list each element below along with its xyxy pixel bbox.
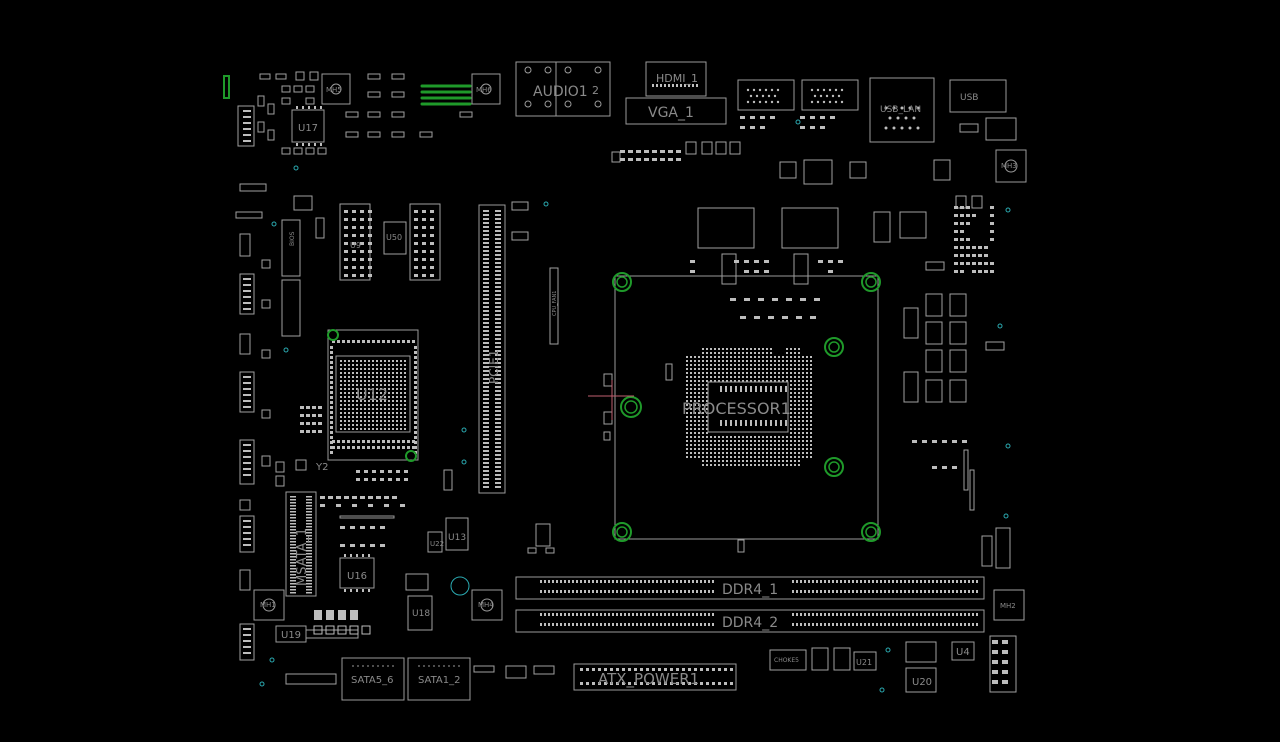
label-u9: U9: [350, 241, 361, 250]
hdmi-connector[interactable]: [645, 61, 707, 97]
label-y2: Y2: [315, 462, 328, 473]
front-panel-header[interactable]: [223, 75, 472, 106]
label-bios: BIOS: [289, 231, 296, 246]
label-sata56: SATA5_6: [351, 675, 394, 686]
label-usb-lan: USB_LAN: [880, 105, 921, 115]
label-cpu-fan: CPU_FAN1: [552, 291, 558, 316]
label-sata12: SATA1_2: [418, 675, 461, 686]
label-u16: U16: [347, 571, 367, 582]
label-dimm1: DDR4_1: [722, 582, 778, 598]
label-u50: U50: [386, 233, 402, 242]
label-choke: CHOKE5: [774, 657, 799, 664]
label-usb: USB: [960, 93, 978, 103]
label-vga: VGA_1: [648, 105, 694, 121]
pcie-slot[interactable]: [478, 204, 506, 494]
label-audio: AUDIO1: [533, 84, 588, 100]
audio-connector[interactable]: [515, 61, 611, 117]
ic-packages: [275, 109, 975, 661]
vga-connector[interactable]: [625, 97, 727, 125]
labels: AUDIO1 2 HDMI_1 VGA_1 USB_LAN USB U17 U1…: [260, 72, 1017, 689]
label-u12: U12: [356, 385, 388, 404]
rear-io-pads: [652, 84, 920, 130]
cpu-socket[interactable]: [612, 272, 881, 542]
label-mh1: MH1: [260, 601, 276, 609]
serial-connector-b[interactable]: [801, 79, 859, 111]
msata-connector[interactable]: [285, 491, 317, 597]
label-mh6: MH6: [476, 86, 492, 94]
sata-connectors[interactable]: [341, 657, 471, 701]
vias: [259, 119, 1011, 693]
usb-connector[interactable]: [949, 79, 1007, 113]
label-u19: U19: [281, 630, 301, 641]
mounting-holes: [253, 576, 503, 621]
label-mh2: MH2: [1000, 602, 1016, 610]
label-u22: U22: [430, 540, 444, 548]
label-atx: ATX_POWER1: [598, 670, 699, 689]
dimm-slot-2[interactable]: [515, 609, 985, 633]
chipset-ic[interactable]: [327, 329, 419, 462]
label-mh5: MH5: [326, 86, 342, 94]
pad-strips: [243, 110, 1008, 684]
serial-connector-a[interactable]: [737, 79, 795, 111]
usb-lan-connector[interactable]: [869, 77, 935, 143]
label-dimm2: DDR4_2: [722, 615, 778, 631]
label-u13: U13: [448, 533, 466, 543]
label-hdmi: HDMI_1: [656, 72, 698, 85]
cursor-crosshair: [588, 380, 634, 420]
label-mh3: MH3: [1001, 162, 1017, 170]
label-audio2: 2: [592, 84, 599, 97]
label-pcie: PCIE1: [487, 350, 501, 384]
atx-power-connector[interactable]: [573, 663, 737, 691]
label-u21: U21: [856, 658, 872, 667]
rear-io-group: [321, 61, 1027, 183]
label-mh4: MH4: [478, 601, 494, 609]
label-msata: MSATA_1: [295, 528, 310, 586]
label-u17: U17: [298, 123, 318, 134]
label-u20: U20: [912, 677, 932, 688]
ic-pads: [296, 106, 370, 592]
dimm-slot-1[interactable]: [515, 576, 985, 600]
label-processor: PROCESSOR1: [682, 399, 791, 418]
label-u18: U18: [412, 609, 430, 619]
label-u4: U4: [956, 647, 970, 658]
